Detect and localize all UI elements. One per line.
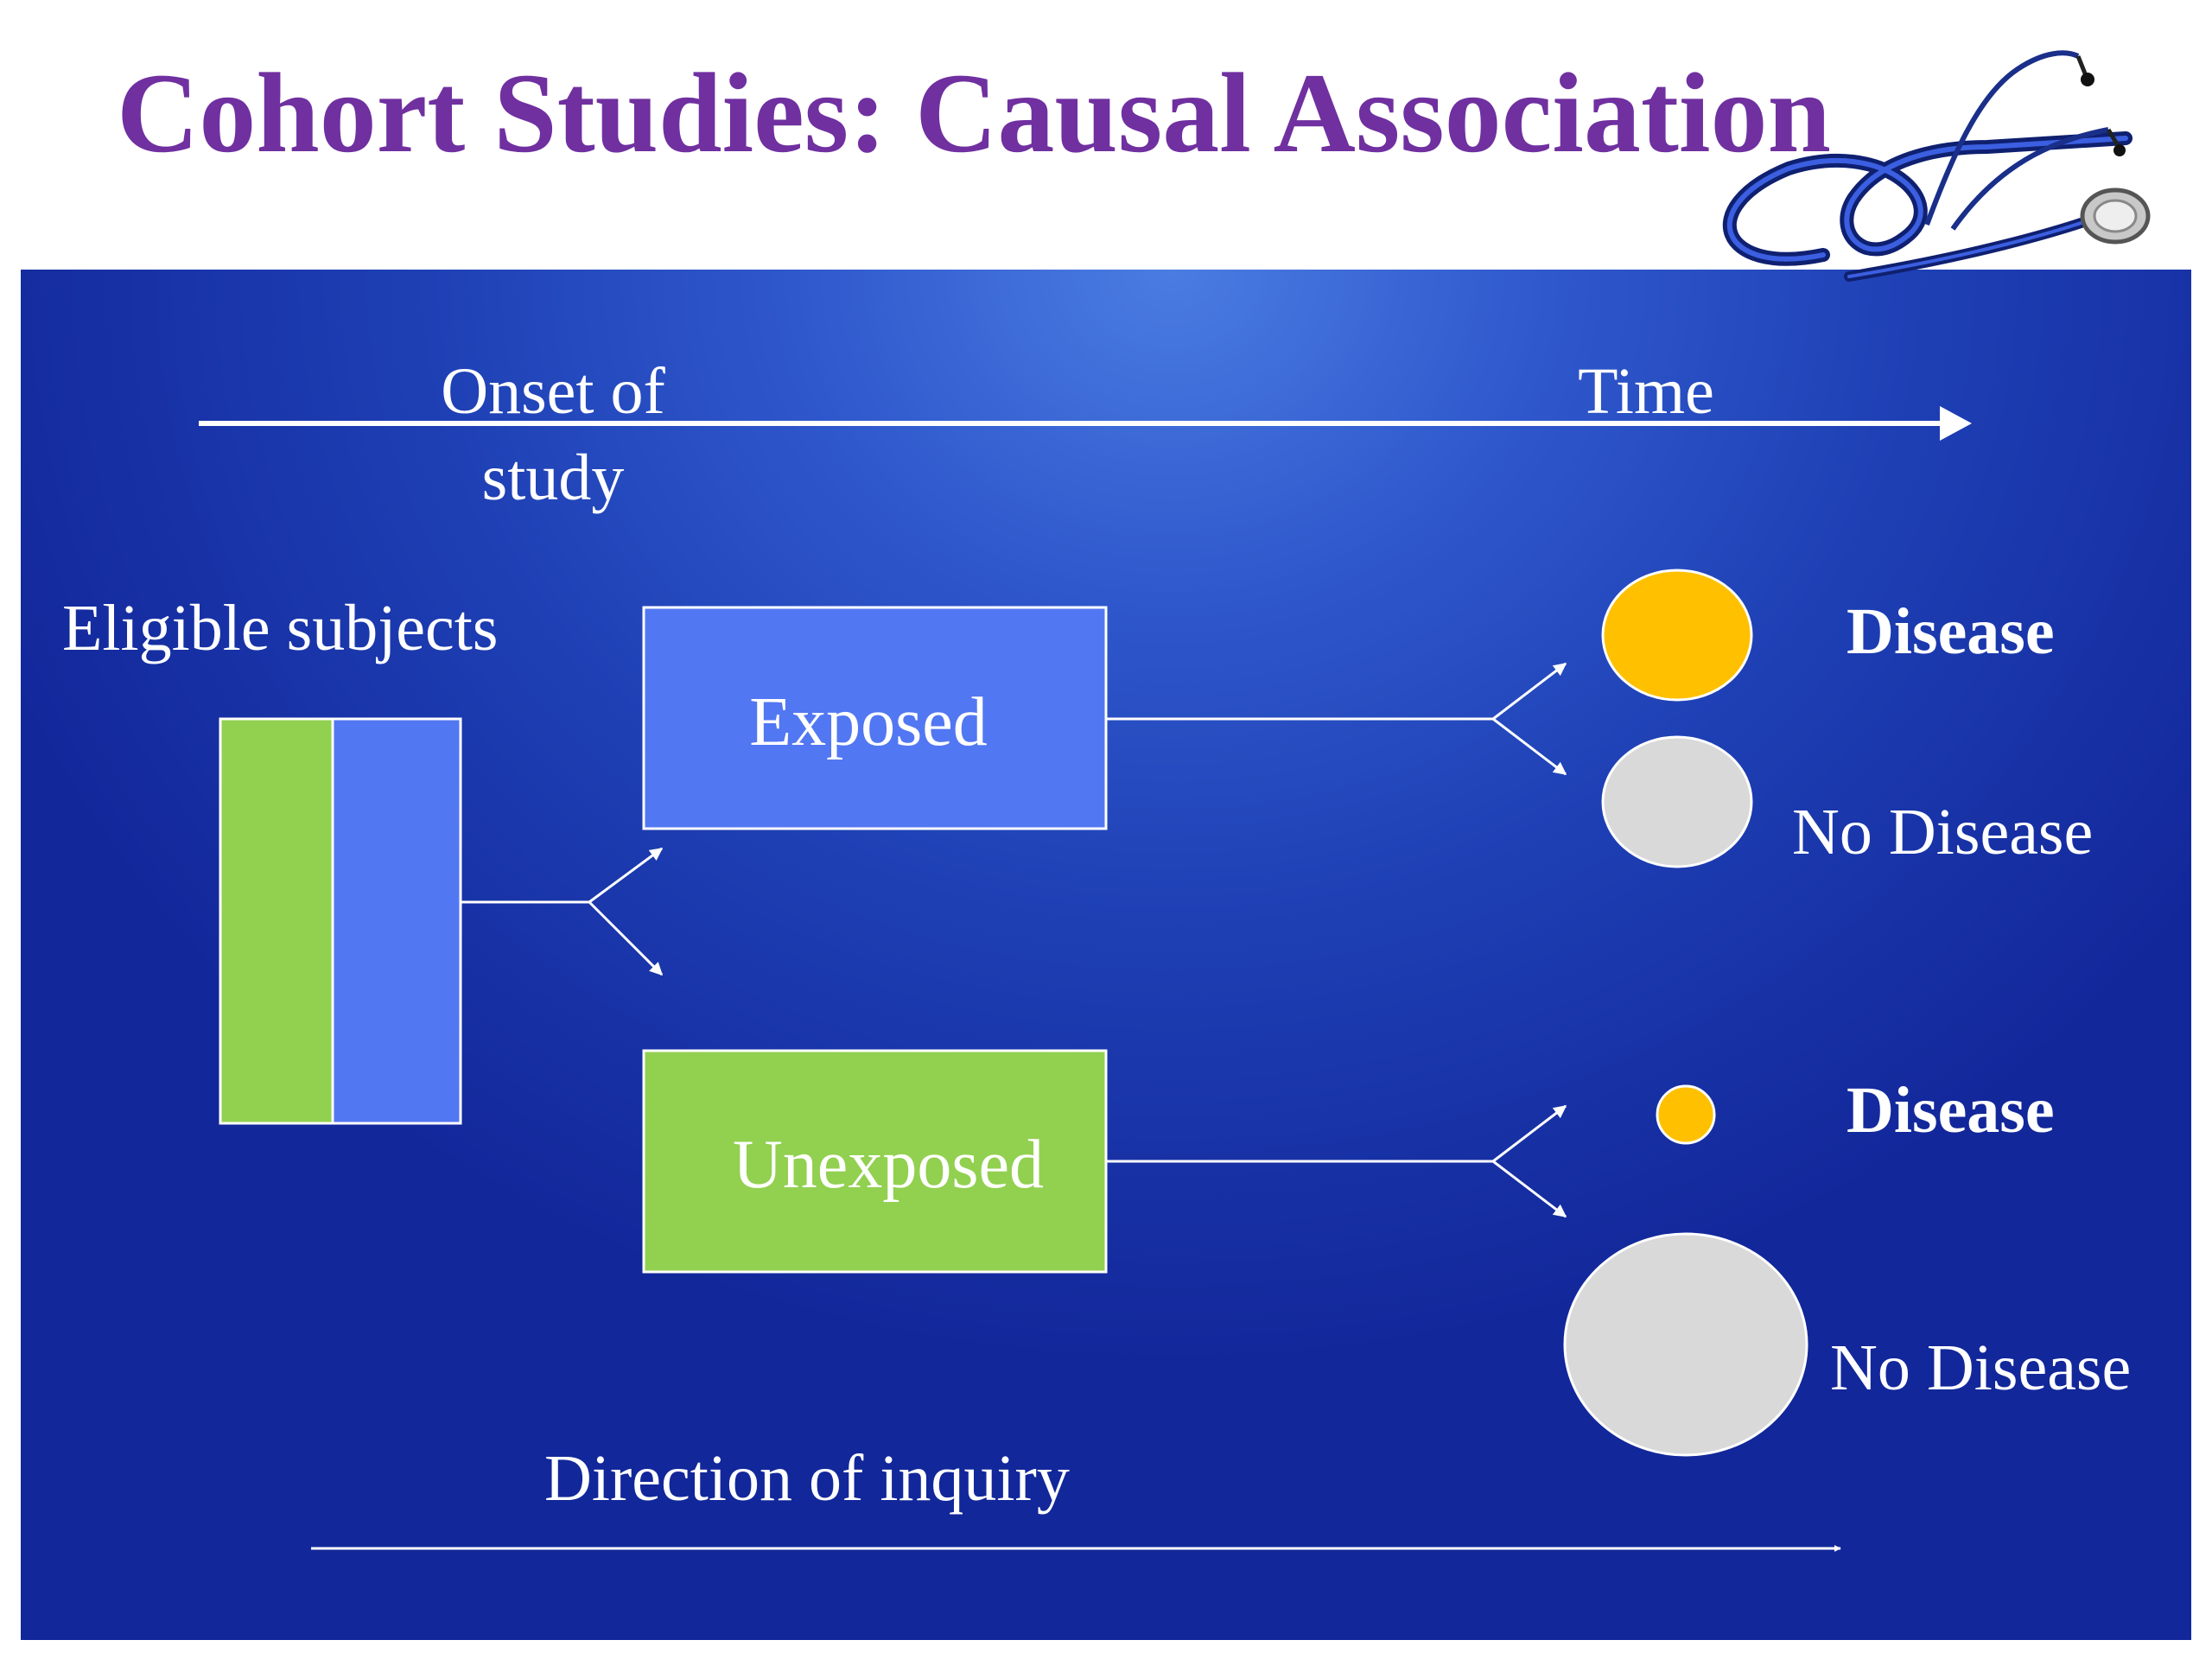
branch-arrow-up — [588, 847, 664, 904]
exposed-arrow-down — [1492, 717, 1567, 776]
time-label: Time — [1578, 355, 1714, 428]
slide-title: Cohort Studies: Causal Association — [117, 49, 1831, 176]
stethoscope-icon — [1722, 50, 2151, 282]
inquiry-label: Direction of inquiry — [544, 1442, 1070, 1515]
onset-label-line1: Onset of — [441, 355, 665, 428]
exposed-arrow-up — [1492, 662, 1567, 721]
branch-arrow-down — [588, 900, 664, 976]
unexposed-disease-circle — [1656, 1084, 1716, 1145]
exposed-no-disease-label: No Disease — [1792, 796, 2093, 868]
exposed-disease-label: Disease — [1847, 595, 2055, 668]
exposed-label: Exposed — [749, 684, 988, 760]
onset-label-line2: study — [482, 442, 625, 514]
unexposed-box — [642, 1049, 1108, 1274]
unexposed-arrow-up — [1492, 1104, 1567, 1163]
exposed-disease-circle — [1601, 569, 1753, 702]
time-arrow-head — [1940, 406, 1972, 441]
eligible-green-block — [219, 717, 334, 1125]
unexposed-label: Unexposed — [733, 1127, 1044, 1203]
unexposed-disease-label: Disease — [1847, 1074, 2055, 1147]
unexposed-arrow-down — [1492, 1160, 1567, 1218]
exposed-no-disease-circle — [1601, 735, 1753, 868]
eligible-blue-block — [331, 717, 462, 1125]
eligible-subjects-label: Eligible subjects — [62, 592, 498, 664]
exposed-box — [642, 606, 1108, 830]
unexposed-no-disease-circle — [1563, 1232, 1808, 1457]
unexposed-no-disease-label: No Disease — [1830, 1332, 2131, 1404]
